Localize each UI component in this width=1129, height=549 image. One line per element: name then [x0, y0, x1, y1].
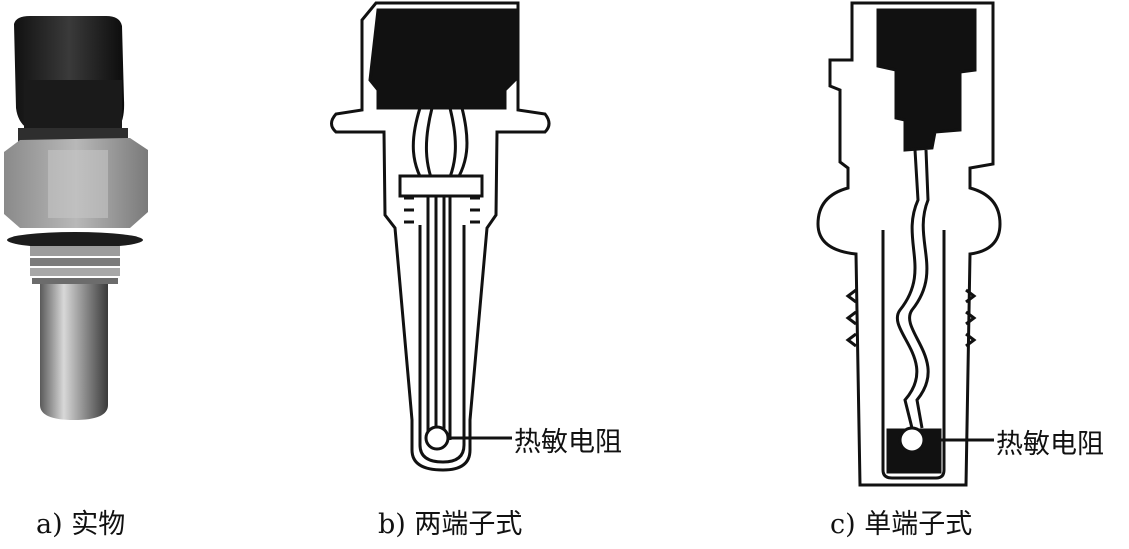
thermistor-label-single-terminal: 热敏电阻 — [996, 429, 1104, 460]
caption-photo: a) 实物 — [36, 509, 126, 540]
sensor-photo — [4, 16, 148, 420]
thermistor-label-two-terminal: 热敏电阻 — [514, 427, 622, 458]
two-terminal-section — [330, 1, 551, 472]
thread-rings — [30, 246, 120, 284]
caption-two-terminal: b) 两端子式 — [378, 509, 523, 540]
caption-single-terminal: c) 单端子式 — [830, 509, 973, 540]
single-terminal-section — [816, 1, 1002, 487]
